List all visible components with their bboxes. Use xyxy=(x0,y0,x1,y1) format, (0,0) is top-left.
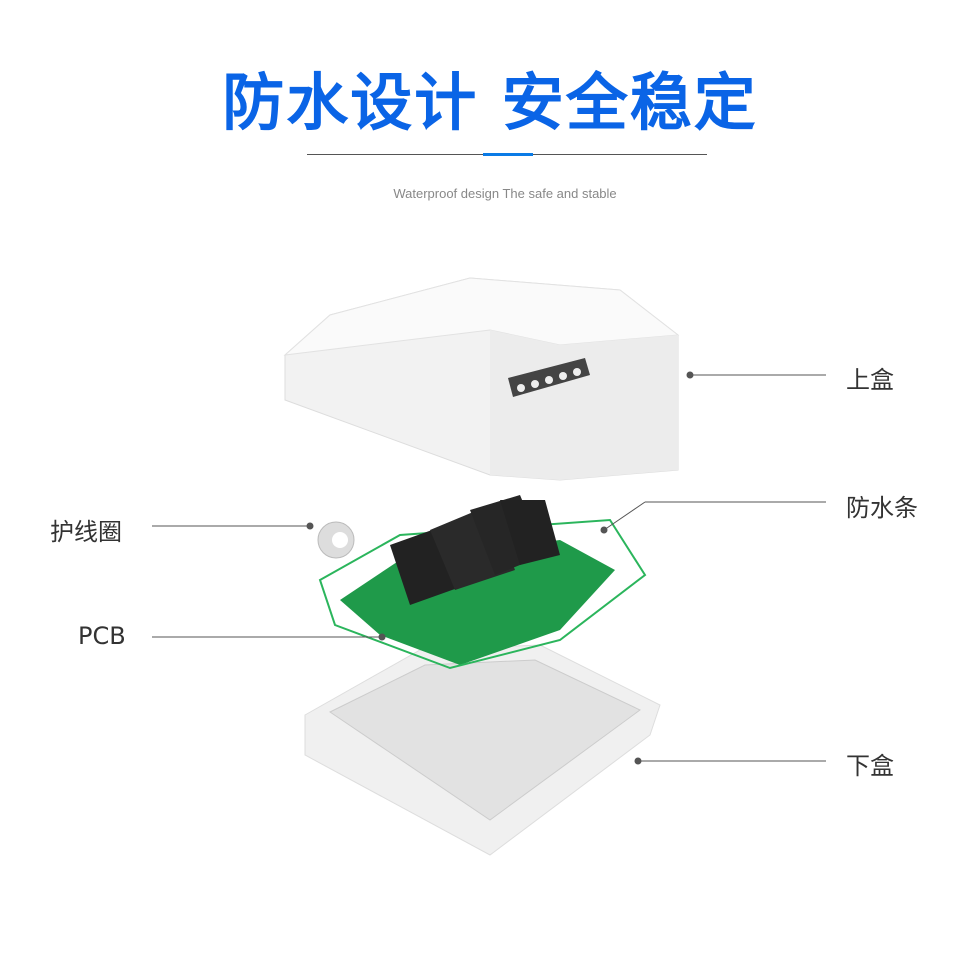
label-cable-gland: 护线圈 xyxy=(50,518,122,546)
top-case-image xyxy=(283,277,680,481)
bottom-case-image xyxy=(304,644,661,856)
divider-accent xyxy=(483,153,533,156)
leader-lines xyxy=(152,371,826,765)
subtitle: Waterproof design The safe and stable xyxy=(393,186,617,201)
page-title: 防水设计 安全稳定 xyxy=(222,66,758,139)
cable-gland-image xyxy=(317,521,355,559)
pcb-image xyxy=(318,495,647,670)
label-top-case: 上盒 xyxy=(846,366,894,394)
label-pcb: PCB xyxy=(78,622,126,650)
label-bottom-case: 下盒 xyxy=(846,752,894,780)
label-waterproof-strip: 防水条 xyxy=(846,494,918,522)
